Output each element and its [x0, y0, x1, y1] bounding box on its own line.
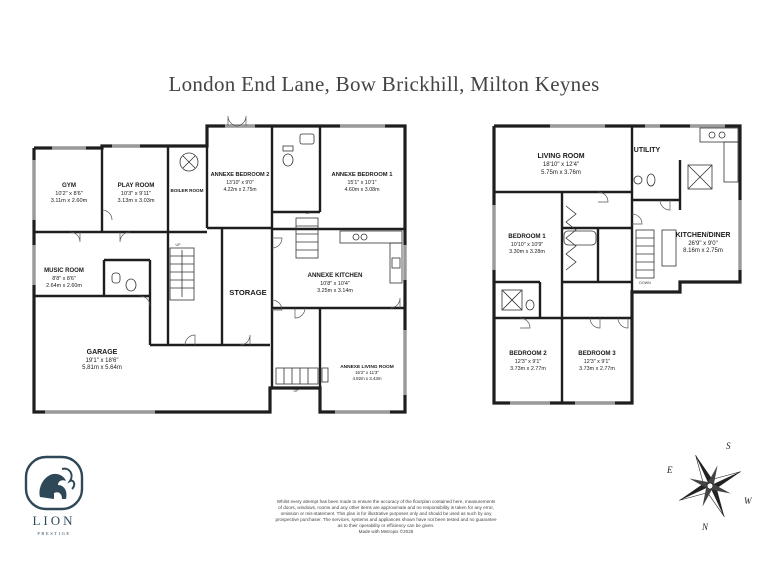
room-dims-metric: 4.92m x 3.43m — [352, 376, 381, 381]
room-name: PLAY ROOM — [118, 182, 155, 189]
room-dims-imperial: 12'3" x 9'1" — [515, 359, 542, 365]
right-floorplan — [492, 124, 742, 405]
room-dims-metric: 5.81m x 5.64m — [82, 365, 122, 371]
stair-label: DOWN — [639, 281, 651, 285]
room-dims-metric: 3.13m x 3.03m — [118, 198, 155, 204]
room-name: BEDROOM 3 — [578, 350, 616, 357]
disclaimer-line: Whilst every attempt has been made to en… — [276, 499, 496, 504]
room-dims-metric: 3.73m x 2.77m — [579, 366, 615, 372]
room-dims-imperial: 18'10" x 12'4" — [543, 162, 579, 168]
room-dims-metric: 3.25m x 3.14m — [317, 288, 353, 294]
room-name: ANNEXE BEDROOM 2 — [211, 172, 270, 178]
room-dims-metric: 3.73m x 2.77m — [510, 366, 546, 372]
room-dims-imperial: 8'8" x 8'6" — [52, 276, 76, 282]
left-floorplan — [32, 115, 407, 414]
compass-rose-icon: S N E W — [666, 441, 753, 532]
logo-word: LION — [32, 513, 75, 528]
disclaimer-line: as to their operability or efficiency ca… — [337, 523, 435, 528]
room-dims-imperial: 10'2" x 8'6" — [55, 191, 83, 197]
disclaimer-line: Made with Metropix ©2025 — [358, 529, 414, 534]
room-dims-imperial: 19'1" x 18'6" — [86, 358, 119, 364]
disclaimer: Whilst every attempt has been made to en… — [255, 499, 517, 535]
room-dims-imperial: 16'2" x 11'3" — [355, 370, 379, 375]
room-dims-metric: 3.30m x 3.28m — [509, 249, 545, 255]
room-dims-metric: 2.64m x 2.60m — [46, 283, 82, 289]
disclaimer-line: of doors, windows, rooms and any other i… — [278, 505, 494, 510]
stair-label: UP — [306, 211, 312, 215]
room-name: GARAGE — [87, 349, 118, 356]
room-name: BEDROOM 2 — [509, 350, 547, 357]
room-name: ANNEXE BEDROOM 1 — [332, 172, 394, 178]
disclaimer-line: omission or mis-statement. This plan is … — [280, 511, 492, 516]
room-name: LIVING ROOM — [537, 153, 584, 160]
room-dims-metric: 5.75m x 3.76m — [541, 170, 581, 176]
room-dims-imperial: 12'3" x 9'1" — [584, 359, 611, 365]
staircase — [169, 247, 195, 301]
compass-n: N — [701, 522, 709, 532]
room-dims-imperial: 10'8" x 10'4" — [320, 281, 350, 287]
room-name: ANNEXE LIVING ROOM — [340, 364, 394, 370]
compass-w: W — [744, 496, 753, 506]
room-name: MUSIC ROOM — [44, 268, 84, 274]
stair-label: UP — [176, 243, 182, 247]
disclaimer-line: prospective purchaser. The services, sys… — [275, 517, 497, 522]
compass-e: E — [666, 465, 673, 475]
room-dims-metric: 4.60m x 3.08m — [344, 187, 380, 193]
stair-label: UP — [294, 389, 300, 393]
room-dims-imperial: 13'10" x 9'0" — [226, 180, 254, 186]
room-name: GYM — [62, 182, 76, 189]
room-name: KITCHEN/DINER — [676, 232, 731, 239]
room-name: ANNEXE KITCHEN — [307, 272, 363, 279]
compass-s: S — [726, 441, 731, 451]
logo-sub: PRESTIGE — [37, 531, 70, 536]
staircase — [275, 367, 319, 385]
room-name: BOILER ROOM — [171, 188, 204, 193]
room-name: UTILITY — [634, 147, 661, 154]
staircase — [295, 217, 319, 259]
room-dims-metric: 8.16m x 2.75m — [683, 248, 723, 254]
page-title: London End Lane, Bow Brickhill, Milton K… — [168, 72, 600, 96]
room-dims-imperial: 15'1" x 10'1" — [347, 180, 376, 186]
lion-prestige-logo: LION PRESTIGE — [24, 455, 84, 536]
room-dims-imperial: 10'10" x 10'9" — [511, 242, 544, 248]
room-dims-imperial: 10'3" x 9'11" — [121, 191, 151, 197]
room-dims-imperial: 26'9" x 9'0" — [688, 241, 718, 247]
room-name: BEDROOM 1 — [508, 233, 546, 240]
staircase — [635, 229, 655, 279]
room-dims-metric: 3.11m x 2.60m — [51, 198, 88, 204]
room-dims-metric: 4.22m x 2.75m — [223, 187, 256, 193]
room-name: STORAGE — [229, 288, 266, 297]
